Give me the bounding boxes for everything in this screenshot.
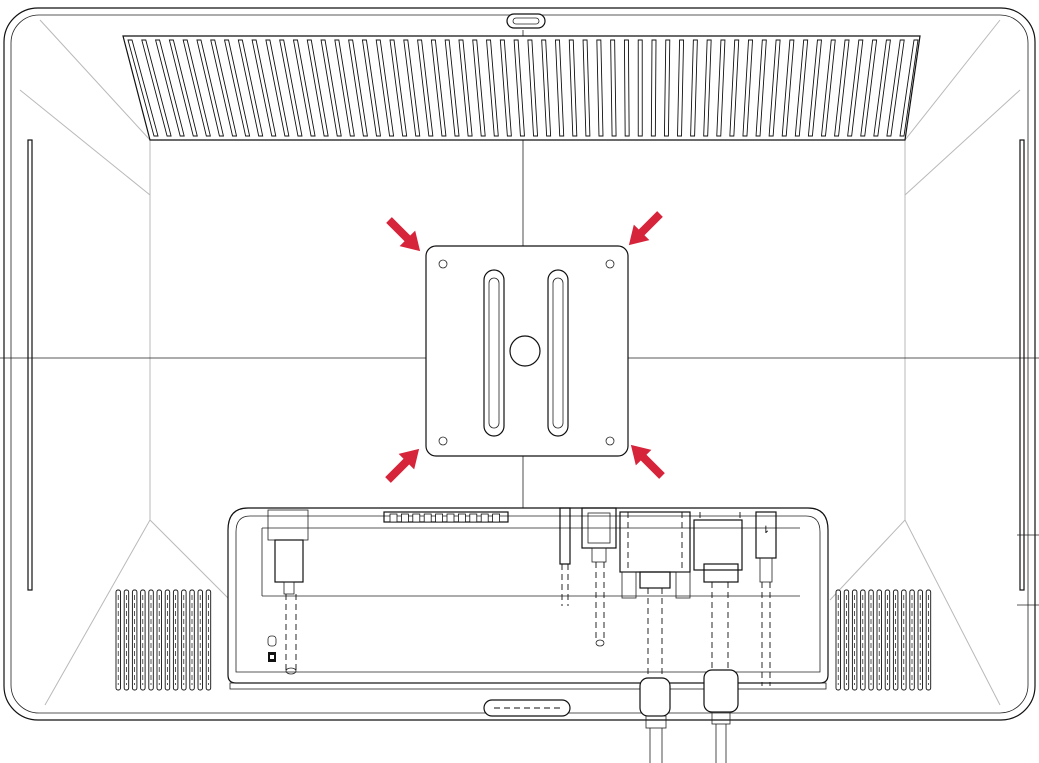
top-vent-slot — [781, 39, 795, 137]
top-vent — [122, 35, 921, 141]
top-vent-slot — [820, 39, 836, 137]
red-arrow-icon — [386, 217, 421, 252]
top-vent-slot — [389, 39, 408, 137]
top-vent-slot — [527, 39, 539, 137]
top-vent-slot — [650, 39, 657, 137]
top-vent-slot — [716, 39, 726, 137]
top-vent-slot — [182, 39, 211, 137]
top-vent-slot — [794, 39, 809, 137]
top-vent-slot — [703, 39, 712, 137]
button-key — [469, 513, 478, 523]
top-vent-slot — [417, 39, 434, 137]
top-vent-slot — [375, 39, 395, 137]
top-vent-slot — [677, 39, 685, 137]
top-vent-slot — [623, 39, 630, 137]
top-vent-slot — [348, 39, 368, 137]
top-vent-slot — [237, 39, 264, 137]
top-vent-slot — [141, 39, 172, 137]
top-vent-slot — [458, 39, 473, 137]
top-vent-slot — [582, 39, 591, 137]
top-vent-slot — [596, 39, 604, 137]
top-vent-slot — [251, 39, 277, 137]
top-vent-slot — [196, 39, 225, 137]
top-vent-slot — [637, 39, 643, 137]
top-vent-slot — [742, 39, 754, 137]
top-vent-slot — [320, 39, 342, 137]
red-arrow-icon — [385, 448, 420, 483]
top-vent-slot — [486, 39, 499, 137]
red-arrow-icon — [628, 211, 663, 246]
button-strip — [383, 511, 509, 523]
top-vent-slot — [334, 39, 355, 137]
button-key — [446, 513, 455, 523]
power-connector — [267, 509, 309, 675]
top-vent-slot — [886, 39, 905, 137]
right-bottom-vent — [835, 589, 932, 691]
digital-connector — [581, 507, 617, 647]
connector-bay — [227, 507, 829, 690]
button-key — [492, 513, 501, 523]
mount-arrows — [385, 211, 665, 483]
top-vent-slot — [444, 39, 460, 137]
top-vent-slot — [663, 39, 671, 137]
top-vent-slot — [265, 39, 290, 137]
button-key — [389, 513, 398, 523]
audio-connector — [559, 507, 571, 606]
lock-slot-icon — [267, 635, 277, 662]
left-bottom-vent — [115, 589, 212, 691]
usb-connector: ⇂ — [755, 511, 777, 686]
top-latch — [506, 13, 546, 29]
top-vent-slot — [403, 39, 421, 137]
top-vent-slot — [223, 39, 251, 137]
button-key — [423, 513, 432, 523]
top-vent-slot — [690, 39, 698, 137]
top-vent-slot — [168, 39, 198, 137]
top-vent-slot — [472, 39, 486, 137]
top-vent-slot — [279, 39, 303, 137]
button-key — [412, 513, 421, 523]
top-vent-slot — [568, 39, 578, 137]
button-key — [435, 513, 444, 523]
top-vent-slot — [899, 39, 919, 137]
top-vent-slot — [154, 39, 185, 137]
top-vent-slot — [873, 39, 891, 137]
top-vent-slot — [860, 39, 878, 137]
top-vent-slot — [210, 39, 238, 137]
dvi-connector — [619, 511, 691, 763]
top-vent-slot — [610, 39, 617, 137]
top-vent-slot — [127, 39, 159, 137]
top-vent-slot — [807, 39, 822, 137]
top-vent-slot — [361, 39, 382, 137]
button-key — [400, 513, 409, 523]
top-vent-slot — [499, 39, 512, 137]
usb-icon: ⇂ — [762, 525, 770, 536]
side-slots — [27, 139, 1039, 606]
vga-connector — [693, 512, 743, 763]
top-vent-slot — [768, 39, 781, 137]
button-key — [457, 513, 466, 523]
top-vent-slot — [541, 39, 552, 137]
red-arrow-icon — [630, 444, 665, 479]
top-vent-slot — [430, 39, 447, 137]
top-vent-slot — [847, 39, 864, 137]
button-key — [480, 513, 489, 523]
top-vent-slot — [292, 39, 316, 137]
top-vent-slot — [555, 39, 565, 137]
vesa-mount-plate — [425, 245, 629, 457]
top-vent-slot — [834, 39, 850, 137]
bottom-handle — [483, 699, 571, 717]
top-vent-slot — [306, 39, 329, 137]
top-vent-slot — [755, 39, 767, 137]
top-vent-slot — [513, 39, 525, 137]
top-vent-slot — [729, 39, 740, 137]
